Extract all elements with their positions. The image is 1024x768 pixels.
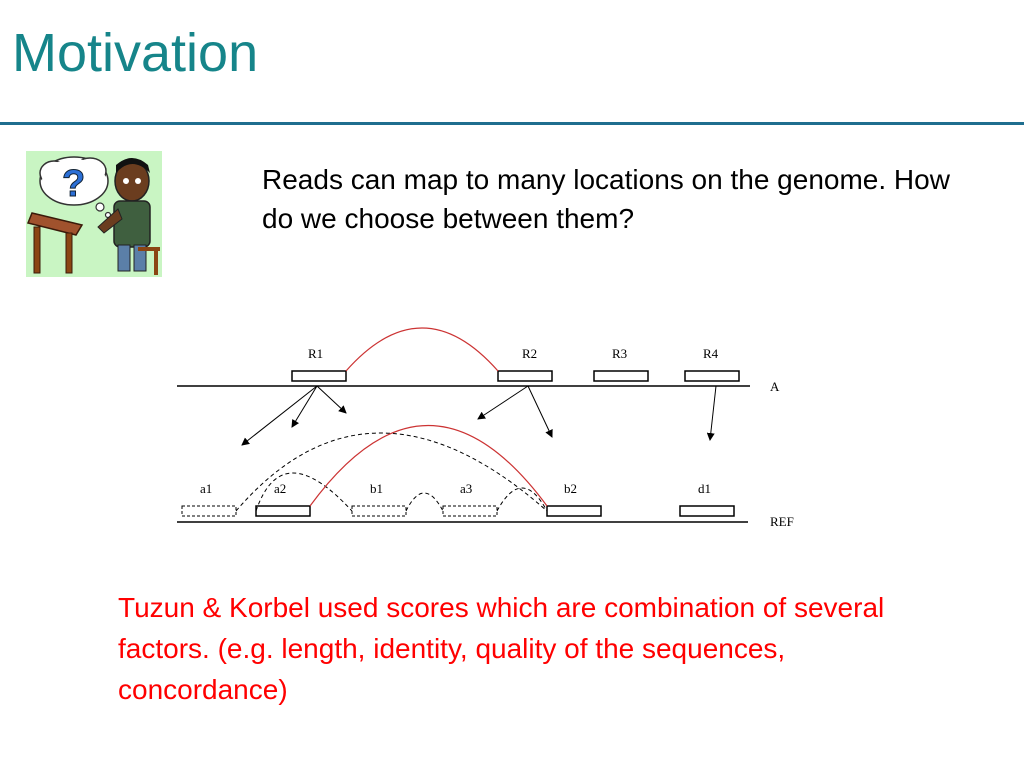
read-r2-label: R2 [522,346,537,361]
ref-seg-d1-label: d1 [698,481,711,496]
arrow-r1-a1 [241,385,318,446]
read-r2-box [497,370,553,382]
ref-seg-b1-label: b1 [370,481,383,496]
arc-b1-a3 [405,492,444,512]
svg-text:?: ? [62,163,85,205]
intro-text: Reads can map to many locations on the g… [262,164,950,234]
note-text: Tuzun & Korbel used scores which are com… [118,592,885,705]
read-mapping-diagram: A R1 R2 R3 R4 REF a1 a2 b1 a3 b2 d1 [177,327,794,529]
concordant-arc-a2-b2 [309,425,548,507]
read-r3-box [593,370,649,382]
arc-a3-b2 [496,487,548,512]
ref-seg-a2 [255,505,311,517]
read-r4-label: R4 [703,346,719,361]
arc-a2-b1 [255,472,353,512]
arrow-r1-a2 [291,385,318,428]
read-r1-label: R1 [308,346,323,361]
confused-student-icon: ? [26,151,162,277]
arc-a1-b2 [235,432,548,512]
ref-seg-a3-label: a3 [460,481,472,496]
ref-seg-d1 [679,505,735,517]
genome-a-label: A [770,379,780,394]
arrow-r2-b2 [527,385,553,438]
ref-seg-a1-label: a1 [200,481,212,496]
read-r3-label: R3 [612,346,627,361]
read-r4-box [684,370,740,382]
ref-seg-a1 [181,505,237,517]
ref-label: REF [770,514,794,529]
arrow-r2-a3 [477,385,529,420]
arrow-r1-b1 [316,385,347,414]
slide-title: Motivation [12,23,259,83]
ref-seg-a3 [442,505,498,517]
ref-seg-b2 [546,505,602,517]
read-r1-box [291,370,347,382]
r1-r2-pair-arc [345,327,499,372]
ref-seg-b2-label: b2 [564,481,577,496]
ref-seg-a2-label: a2 [274,481,286,496]
arrow-r4-d1 [706,385,717,441]
title-divider [0,122,1024,125]
ref-seg-b1 [351,505,407,517]
